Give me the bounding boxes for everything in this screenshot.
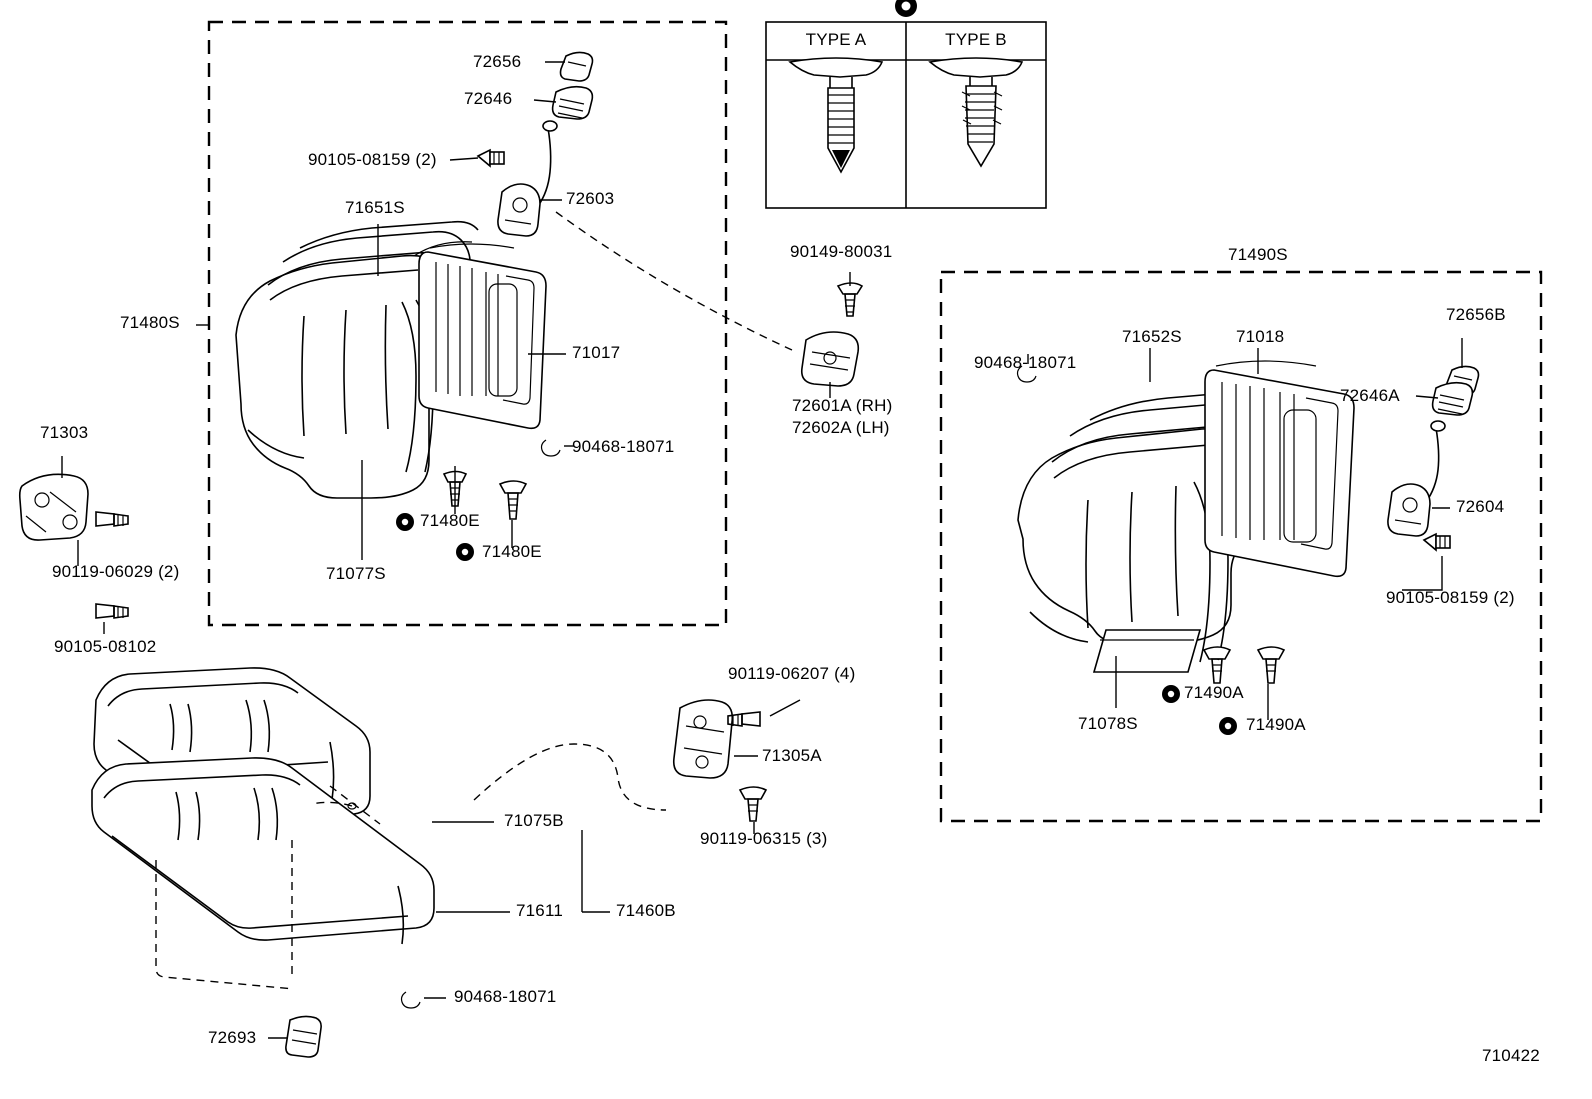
callout-90105-08159-right: 90105-08159 (2): [1386, 588, 1515, 607]
part-72646: [551, 85, 594, 120]
callout-90468-18071-left: 90468-18071: [572, 437, 675, 456]
part-71490A-screw-b: [1256, 646, 1286, 684]
part-72656: [559, 51, 594, 82]
callout-71460B: 71460B: [616, 901, 676, 920]
callout-71480E-a: 71480E: [420, 511, 480, 530]
part-71305A: [672, 699, 734, 779]
part-71480E-screw-a: [442, 470, 468, 507]
callout-71075B: 71075B: [504, 811, 564, 830]
callout-72693: 72693: [208, 1028, 257, 1047]
callout-90468-18071-right: 90468-18071: [974, 353, 1077, 372]
callout-71305A: 71305A: [762, 746, 822, 765]
leader-lines: [61, 61, 1463, 1039]
callout-90468-18071-bottom: 90468-18071: [454, 987, 557, 1006]
left-seatback-illustration: [235, 220, 547, 499]
part-72604: [1387, 420, 1446, 537]
figure-number: 710422: [1482, 1046, 1540, 1065]
callout-72656B: 72656B: [1446, 305, 1506, 324]
part-90105-08102-bolt: [95, 603, 129, 619]
callout-71611: 71611: [516, 901, 564, 920]
part-90119-06029-bolt: [95, 511, 129, 527]
part-90468-18071-left: [540, 439, 561, 457]
bottom-cushion-illustration: [91, 667, 435, 990]
part-71490A-screw-a: [1202, 646, 1232, 684]
callout-72603: 72603: [566, 189, 615, 208]
right-seatback-illustration: [1017, 360, 1355, 673]
part-90119-06207-bolt: [727, 711, 761, 727]
callout-90105-08102: 90105-08102: [54, 637, 157, 656]
group-box-71480S: [207, 20, 728, 627]
part-72601A-72602A: [800, 331, 860, 387]
callout-71651S: 71651S: [345, 198, 405, 217]
callout-90105-08159-left: 90105-08159 (2): [308, 150, 437, 169]
part-90468-18071-bottom: [400, 991, 421, 1009]
callout-72601A: 72601A (RH): [792, 396, 893, 415]
type-b-header: TYPE B: [906, 30, 1046, 50]
type-a-label: TYPE A: [805, 30, 867, 49]
callout-71490A-a: 71490A: [1184, 683, 1244, 702]
callout-71652S: 71652S: [1122, 327, 1182, 346]
callout-90119-06207: 90119-06207 (4): [728, 664, 856, 683]
part-90105-08159-right: [1422, 532, 1451, 552]
callout-71303: 71303: [40, 423, 89, 442]
callout-72646A: 72646A: [1340, 386, 1400, 405]
part-71303: [18, 473, 89, 541]
part-72603: [497, 120, 558, 237]
part-72656B: [1445, 365, 1480, 396]
callout-72646: 72646: [464, 89, 513, 108]
part-90119-06315-bolt: [738, 786, 768, 822]
callout-71018: 71018: [1236, 327, 1285, 346]
part-72693: [285, 1015, 322, 1058]
type-a-header: TYPE A: [766, 30, 906, 50]
part-90105-08159-left: [476, 148, 505, 168]
callout-71078S: 71078S: [1078, 714, 1138, 733]
type-table-frame: [765, 21, 1047, 209]
part-90149-80031: [836, 282, 864, 317]
type-b-label: TYPE B: [945, 30, 1007, 49]
callout-71490A-b: 71490A: [1246, 715, 1306, 734]
callout-90119-06029: 90119-06029 (2): [52, 562, 180, 581]
part-71480E-screw-b: [498, 480, 528, 520]
part-72646A: [1431, 381, 1474, 416]
callout-90149-80031: 90149-80031: [790, 242, 893, 261]
callout-72604: 72604: [1456, 497, 1505, 516]
group-label-71480S: 71480S: [120, 313, 180, 332]
callout-72602A: 72602A (LH): [792, 418, 890, 437]
callout-71077S: 71077S: [326, 564, 386, 583]
callout-71480E-b: 71480E: [482, 542, 542, 561]
callout-71017: 71017: [572, 343, 621, 362]
callout-90119-06315: 90119-06315 (3): [700, 829, 828, 848]
callout-72656: 72656: [473, 52, 522, 71]
group-label-71490S: 71490S: [1228, 245, 1288, 264]
